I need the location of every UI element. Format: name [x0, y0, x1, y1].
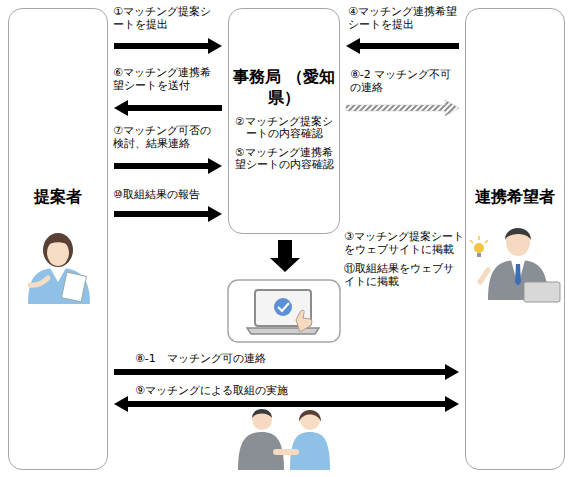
flow-arrow	[346, 38, 459, 54]
step-note: ③マッチング提案シートをウェブサイトに掲載	[344, 230, 464, 256]
flow-arrow	[114, 158, 222, 174]
node-title: 連携希望者	[466, 187, 564, 208]
arrow-label: ⑨マッチングによる取組の実施	[135, 384, 435, 397]
arrow-label: ⑩取組結果の報告	[113, 188, 223, 201]
arrow-label: ④マッチング連携希望シートを提出	[348, 5, 460, 31]
partner-figure	[470, 228, 560, 302]
office-box: 事務局 （愛知県） ②マッチング提案シートの内容確認 ⑤マッチング連携希望シートの内…	[228, 8, 340, 234]
node-note: ②マッチング提案シートの内容確認	[229, 115, 339, 140]
arrow-label: ①マッチング提案シートを提出	[113, 5, 219, 31]
flow-arrow	[114, 206, 222, 222]
dashed-arrow	[346, 100, 459, 116]
node-note: ⑤マッチング連携希望シートの内容確認	[229, 146, 339, 171]
actor-box: 連携希望者	[465, 8, 565, 470]
node-title: 提案者	[9, 187, 107, 208]
arrow-label: ⑧-1 マッチング可の連絡	[135, 352, 435, 365]
website-box	[228, 280, 340, 342]
arrow-label: ⑥マッチング連携希望シートを送付	[113, 66, 219, 92]
node-title: 事務局 （愛知県）	[229, 67, 339, 109]
proposer-figure	[28, 233, 90, 304]
flow-arrow	[114, 364, 459, 380]
arrow-label: ⑦マッチング可否の検討、結果連絡	[113, 124, 219, 150]
handshake-figure	[238, 409, 330, 470]
laptop-icon	[247, 290, 319, 334]
actor-box: 提案者	[8, 8, 108, 470]
flow-arrow	[114, 100, 222, 116]
down-arrow	[270, 240, 300, 272]
flow-arrow	[114, 396, 459, 412]
step-note: ⑪取組結果をウェブサイトに掲載	[344, 262, 464, 288]
flow-arrow	[114, 38, 222, 54]
arrow-label: ⑧-2 マッチング不可の連絡	[350, 68, 458, 94]
